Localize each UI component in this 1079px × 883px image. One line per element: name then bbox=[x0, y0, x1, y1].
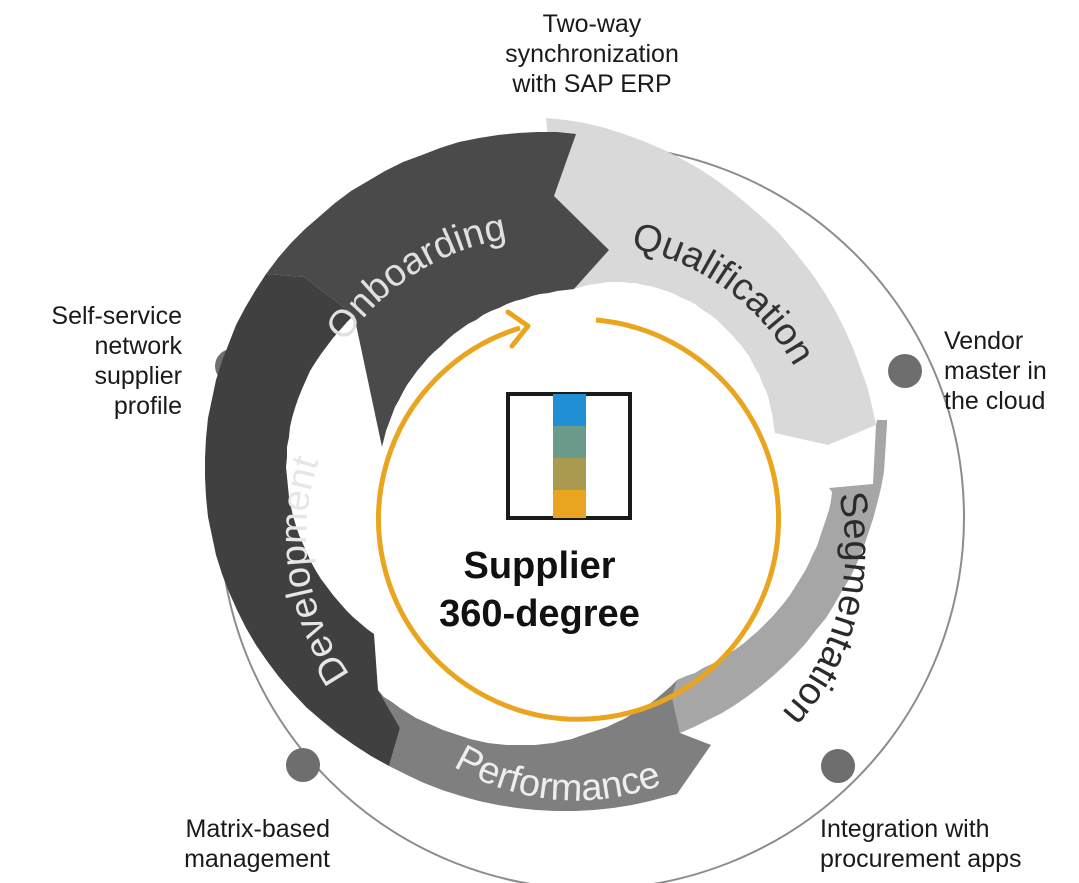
point-label-top-line-2: synchronization bbox=[505, 40, 679, 68]
point-bottom-left-dot bbox=[286, 748, 320, 782]
point-label-bottom-left-line-2: management bbox=[184, 845, 330, 873]
point-label-bottom-right-line-1: Integration with bbox=[820, 815, 990, 843]
supplier-bar-icon bbox=[506, 392, 632, 520]
point-label-right-line-3: the cloud bbox=[944, 387, 1046, 415]
point-label-right: Vendor master in the cloud bbox=[944, 326, 1074, 416]
phase-segment-performance bbox=[378, 680, 711, 811]
point-label-left-line-3: supplier bbox=[94, 362, 182, 390]
phase-segment-development bbox=[205, 274, 400, 766]
center-title-line-2: 360-degree bbox=[439, 593, 640, 635]
point-label-left-line-2: network bbox=[94, 332, 182, 360]
point-label-bottom-right: Integration with procurement apps bbox=[820, 814, 1075, 874]
cycle-arrow-circle bbox=[376, 317, 781, 722]
point-label-right-line-1: Vendor bbox=[944, 327, 1024, 355]
point-label-top-line-3: with SAP ERP bbox=[512, 70, 672, 98]
point-bottom-right-dot bbox=[821, 749, 855, 783]
point-label-bottom-right-line-2: procurement apps bbox=[820, 845, 1022, 873]
phase-segment-segmentation bbox=[672, 420, 887, 733]
point-label-top-line-1: Two-way bbox=[542, 10, 642, 38]
supplier-icon-band-4 bbox=[553, 490, 586, 518]
point-label-left-line-4: profile bbox=[113, 392, 182, 420]
point-label-left-line-1: Self-service bbox=[51, 302, 182, 330]
phase-segment-qualification bbox=[546, 118, 876, 445]
supplier-icon-band-1 bbox=[553, 394, 586, 426]
point-label-bottom-left-line-1: Matrix-based bbox=[185, 815, 331, 843]
supplier-icon-band-3 bbox=[553, 458, 586, 490]
center-title-line-1: Supplier bbox=[463, 545, 616, 587]
point-right-dot bbox=[888, 354, 922, 388]
cycle-arrowhead-icon bbox=[505, 309, 531, 349]
supplier-icon-band-2 bbox=[553, 426, 586, 458]
point-label-top: Two-way synchronization with SAP ERP bbox=[472, 9, 712, 99]
point-label-bottom-left: Matrix-based management bbox=[130, 814, 330, 874]
point-label-left: Self-service network supplier profile bbox=[10, 301, 182, 421]
point-label-right-line-2: master in bbox=[944, 357, 1047, 385]
phase-segment-onboarding bbox=[266, 132, 609, 447]
